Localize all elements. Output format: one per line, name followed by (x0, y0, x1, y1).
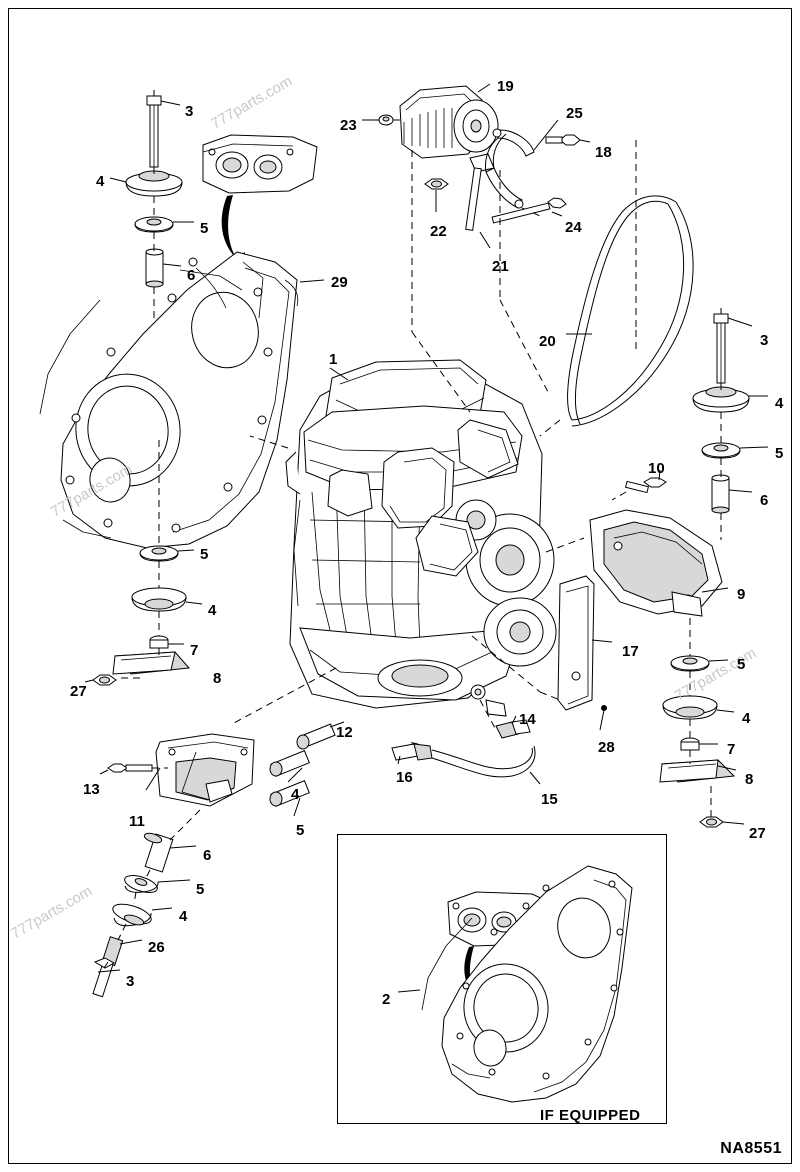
callout-7b: 7 (727, 741, 736, 758)
callout-29: 29 (331, 274, 348, 291)
callout-17: 17 (622, 643, 639, 660)
callout-22: 22 (430, 223, 447, 240)
callout-4d: 4 (179, 908, 188, 925)
callout-9: 9 (737, 586, 746, 603)
if-equipped-inset (337, 834, 667, 1124)
callout-16: 16 (396, 769, 413, 786)
callout-27a: 27 (70, 683, 87, 700)
inset-label: IF EQUIPPED (540, 1107, 641, 1124)
callout-6c: 6 (760, 492, 769, 509)
callout-4c: 4 (291, 786, 300, 803)
callout-3: 3 (185, 103, 194, 120)
callout-7a: 7 (190, 642, 199, 659)
callout-5c: 5 (296, 822, 305, 839)
callout-20: 20 (539, 333, 556, 350)
callout-8b: 8 (745, 771, 754, 788)
callout-6b: 6 (203, 847, 212, 864)
callout-5d: 5 (196, 881, 205, 898)
callout-4e: 4 (742, 710, 751, 727)
callout-27b: 27 (749, 825, 766, 842)
diagram-border (8, 8, 792, 1164)
callout-6a: 6 (187, 267, 196, 284)
callout-13: 13 (83, 781, 100, 798)
callout-23: 23 (340, 117, 357, 134)
callout-5f: 5 (775, 445, 784, 462)
callout-25: 25 (566, 105, 583, 122)
callout-15: 15 (541, 791, 558, 808)
callout-8a: 8 (213, 670, 222, 687)
callout-26: 26 (148, 939, 165, 956)
callout-4b: 4 (208, 602, 217, 619)
callout-1: 1 (329, 351, 338, 368)
callout-21: 21 (492, 258, 509, 275)
callout-4a: 4 (96, 173, 105, 190)
callout-10: 10 (648, 460, 665, 477)
callout-5a: 5 (200, 220, 209, 237)
callout-3c: 3 (126, 973, 135, 990)
callout-12: 12 (336, 724, 353, 741)
callout-18: 18 (595, 144, 612, 161)
callout-4f: 4 (775, 395, 784, 412)
callout-19: 19 (497, 78, 514, 95)
callout-5b: 5 (200, 546, 209, 563)
callout-11: 11 (129, 813, 145, 830)
callout-24: 24 (565, 219, 582, 236)
callout-3b: 3 (760, 332, 769, 349)
drawing-code: NA8551 (720, 1140, 782, 1157)
callout-28: 28 (598, 739, 615, 756)
callout-2: 2 (382, 991, 391, 1008)
callout-14: 14 (519, 711, 536, 728)
callout-5e: 5 (737, 656, 746, 673)
